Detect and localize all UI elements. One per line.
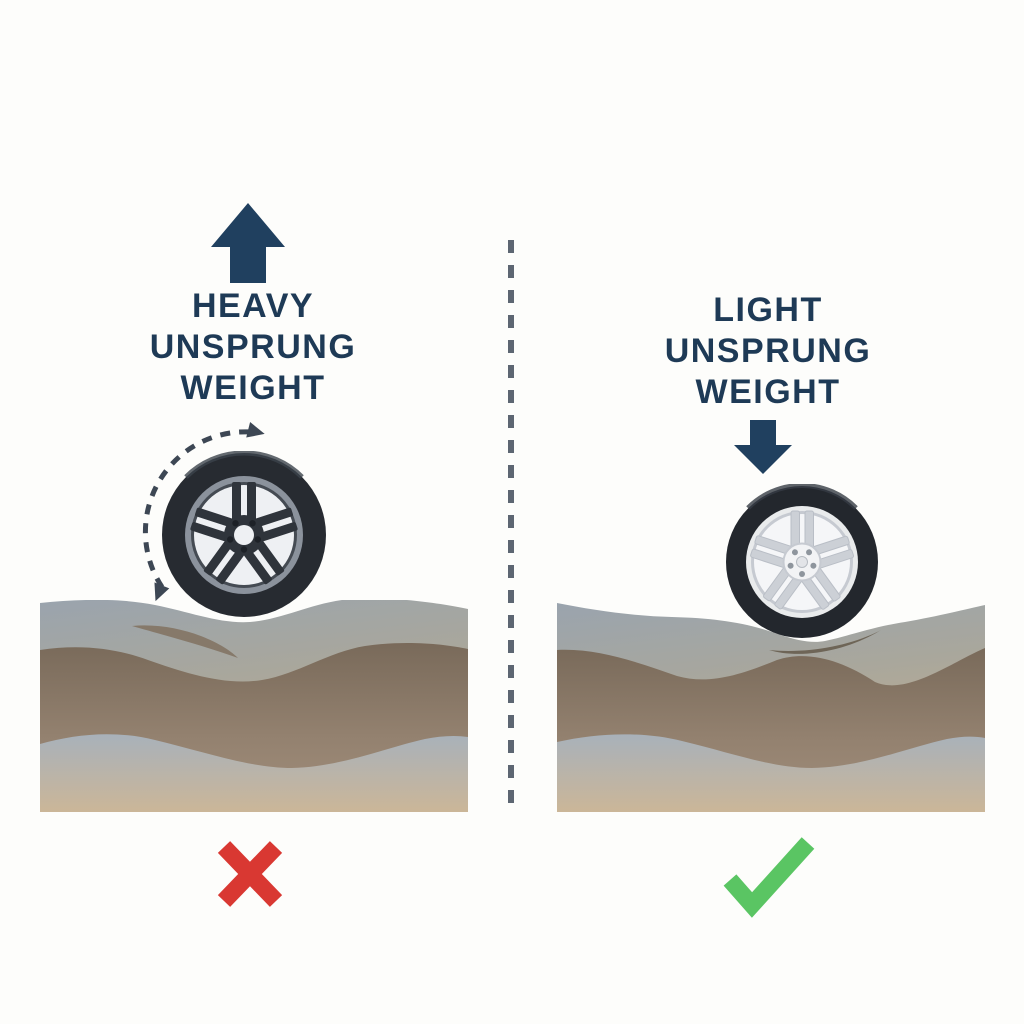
arrow-down-icon [734,420,792,474]
right-title-line-3: WEIGHT [695,373,841,411]
right-title-line-2: UNSPRUNG [664,332,872,370]
ground-crack-shadow [132,625,238,658]
arrow-up-icon [211,203,285,283]
check-icon [723,837,815,918]
left-panel-title: HEAVY UNSPRUNG WEIGHT [93,286,413,409]
ground-light-band [40,734,468,812]
cross-icon [217,841,283,907]
heavy-wheel-illustration [162,451,326,617]
left-title-line-2: UNSPRUNG [149,328,357,366]
right-terrain-illustration [557,603,985,812]
right-panel-title: LIGHT UNSPRUNG WEIGHT [608,290,928,413]
silver-spokes [750,510,855,610]
left-title-line-3: WEIGHT [180,369,326,407]
left-title-line-1: HEAVY [191,287,315,325]
dark-spokes [190,482,298,585]
panel-divider [508,240,514,812]
ground-shadow-wedge [769,630,881,654]
right-title-line-1: LIGHT [713,291,823,329]
ground-light-band [557,734,985,812]
rotation-arc-icon [142,422,265,602]
light-wheel-illustration [726,484,878,638]
left-terrain-illustration [40,600,468,812]
